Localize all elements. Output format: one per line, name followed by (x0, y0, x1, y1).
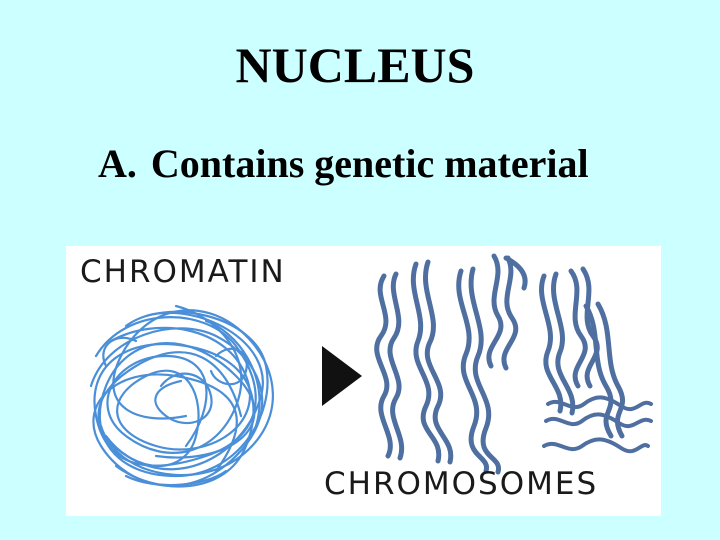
slide-title: NUCLEUS (235, 37, 475, 93)
chromatin-tangle (89, 304, 274, 488)
chromatin-label: CHROMATIN (80, 254, 286, 290)
bullet-item: A. Contains genetic material (98, 142, 589, 186)
chromatin-to-chromosomes-figure: CHROMATIN CHROMOSOMES (66, 246, 661, 516)
right-arrow-icon (322, 346, 362, 406)
figure-illustration (89, 253, 653, 488)
chromosomes-label: CHROMOSOMES (324, 466, 599, 502)
bullet-letter: A. (98, 141, 137, 186)
chromosome-strands (374, 253, 653, 475)
bullet-text: Contains genetic material (150, 141, 589, 186)
